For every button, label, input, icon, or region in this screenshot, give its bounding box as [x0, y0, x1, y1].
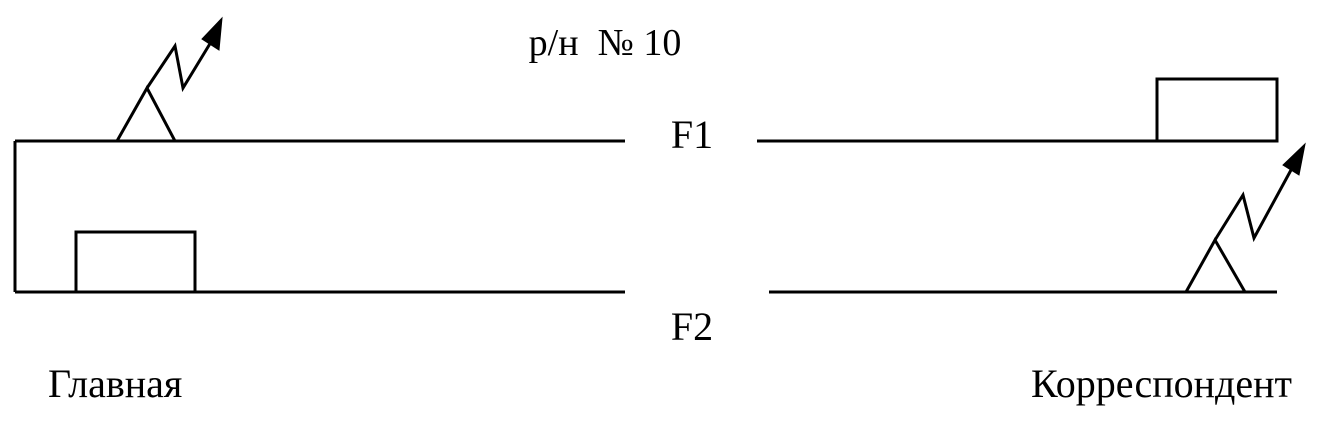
f1-label: F1 [671, 112, 713, 157]
right-station-label: Корреспондент [1031, 361, 1292, 406]
right-signal-zigzag [1213, 169, 1293, 243]
diagram-title: р/н № 10 [529, 22, 682, 64]
left-receiver-box [74, 230, 197, 294]
right-receiver-box [1155, 77, 1279, 143]
f2-label: F2 [671, 304, 713, 349]
right-antenna-triangle [1183, 236, 1248, 294]
right-signal-arrowhead [1282, 142, 1306, 176]
left-antenna-triangle [114, 84, 178, 143]
left-signal-arrowhead [201, 16, 223, 51]
left-signal-zigzag [145, 41, 213, 93]
left-station-label: Главная [48, 361, 182, 406]
left-transmitter-icon [114, 16, 223, 143]
right-transmitter-icon [1183, 142, 1306, 294]
